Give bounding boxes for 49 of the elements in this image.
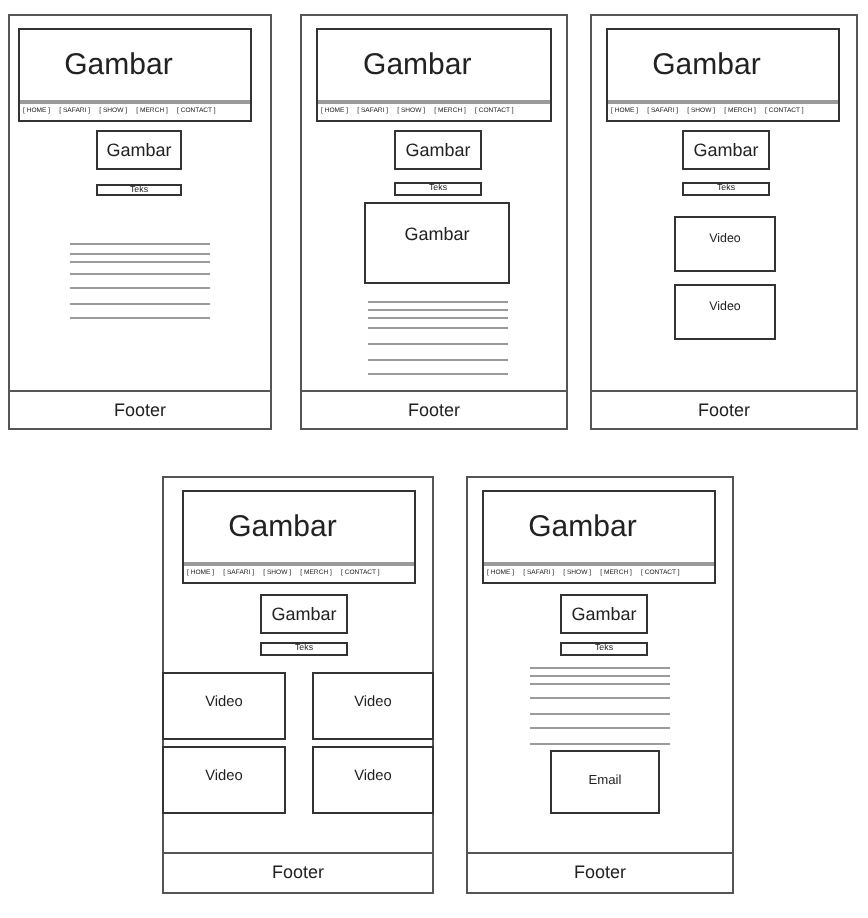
page-frame [8,14,272,430]
video-block [674,216,776,272]
image-block [260,594,348,634]
image-label: Gambar [106,141,172,159]
video-block [312,672,434,740]
image-block [682,130,770,170]
text-block [96,184,182,196]
image-block [394,130,482,170]
image-block [364,202,510,284]
image-block [96,130,182,170]
image-label: Gambar [693,141,759,159]
text-block [682,182,770,196]
header-title: Gambar [64,48,173,82]
email-block [550,750,660,814]
header-title: Gambar [363,48,472,82]
header-banner [18,28,252,122]
text-block [394,182,482,196]
video-block [162,746,286,814]
footer-text: Footer [407,401,460,419]
header-banner [316,28,552,122]
header-title: Gambar [528,510,637,544]
nav-bar [318,100,550,120]
header-banner [606,28,840,122]
image-label: Gambar [405,141,471,159]
nav-bar [184,562,414,582]
video-block [162,672,286,740]
image-block [560,594,648,634]
image-label: Gambar [271,605,337,623]
footer-text: Footer [697,401,750,419]
nav-bar [608,100,838,120]
page-frame [162,476,434,894]
page-frame [300,14,568,430]
footer-text: Footer [113,401,166,419]
header-title: Gambar [652,48,761,82]
text-block [560,642,648,656]
text-block [260,642,348,656]
page-frame [590,14,858,430]
image-label: Gambar [571,605,637,623]
image-label: Gambar [404,226,470,244]
nav-bar [484,562,714,582]
header-banner [482,490,716,584]
video-block [312,746,434,814]
page-frame [466,476,734,894]
nav-bar [20,100,250,120]
footer-text: Footer [573,864,626,882]
header-banner [182,490,416,584]
video-block [674,284,776,340]
footer-text: Footer [271,864,324,882]
header-title: Gambar [228,510,337,544]
